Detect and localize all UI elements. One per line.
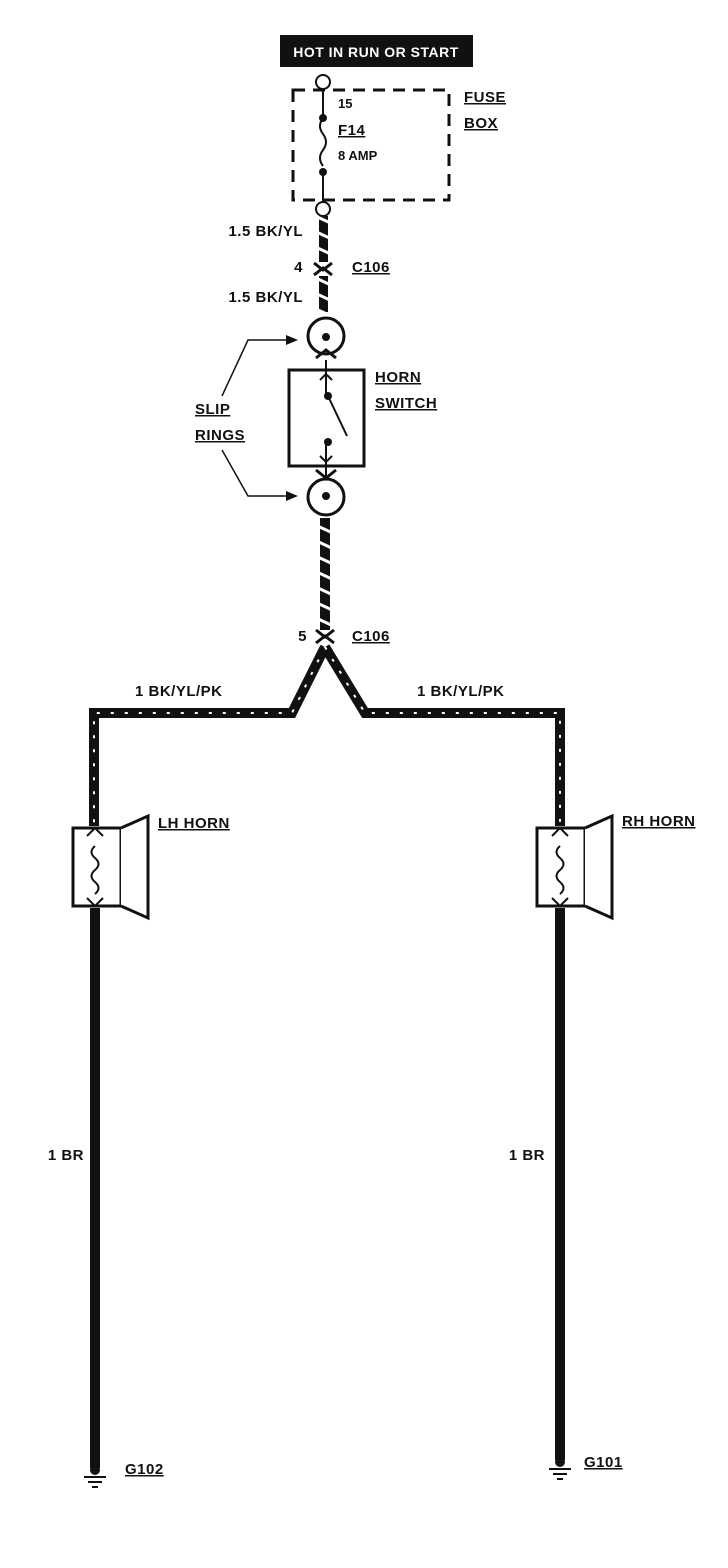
wire-branch-right: [320, 644, 565, 826]
fuse-box-label-1: FUSE: [464, 89, 506, 106]
ground-g101: G101: [549, 1454, 623, 1480]
connector-c106-bottom: 5 C106: [298, 628, 390, 645]
connector-top-pin: 4: [294, 259, 303, 276]
fuse-box-label-2: BOX: [464, 115, 498, 132]
wire-ground-right: [555, 908, 565, 1460]
slip-rings-callout: SLIP RINGS: [195, 335, 298, 501]
horn-switch: HORN SWITCH: [287, 360, 437, 476]
slip-rings-label-2: RINGS: [195, 427, 245, 444]
rh-horn-coil-icon: [555, 845, 565, 895]
connector-bottom-name: C106: [352, 628, 390, 645]
fuse-pin: 15: [338, 96, 352, 111]
lh-horn-label: LH HORN: [158, 815, 230, 832]
wire-ground-right-label: 1 BR: [509, 1147, 545, 1164]
ground-left-label: G102: [125, 1461, 164, 1478]
connector-c106-top: 4 C106: [294, 259, 390, 277]
wire-upper-2-label: 1.5 BK/YL: [228, 289, 303, 306]
slip-rings-label-1: SLIP: [195, 401, 230, 418]
wire-ground-left: [90, 908, 100, 1468]
wire-branch-right-stripe: [324, 646, 561, 826]
lh-horn-coil-icon: [90, 845, 100, 895]
ground-right-label: G101: [584, 1454, 623, 1471]
horn-switch-label-1: HORN: [375, 369, 421, 386]
wire-middle: [320, 518, 330, 630]
horn-switch-label-2: SWITCH: [375, 395, 437, 412]
power-source-header: HOT IN RUN OR START: [280, 35, 473, 67]
fuse-rating: 8 AMP: [338, 148, 378, 163]
fuse-element-icon: [319, 117, 327, 167]
rh-horn-label: RH HORN: [622, 813, 696, 830]
splice-branch: 1 BK/YL/PK 1 BK/YL/PK: [89, 644, 565, 826]
connector-top-name: C106: [352, 259, 390, 276]
wire-ground-left-label: 1 BR: [48, 1147, 84, 1164]
wire-branch-left-stripe: [93, 646, 326, 826]
lh-horn: LH HORN: [71, 813, 230, 921]
wire-upper-1: [319, 216, 328, 262]
wire-branch-left: [89, 644, 330, 826]
slip-ring-arrow-up: [221, 339, 294, 397]
wire-branch-right-label: 1 BK/YL/PK: [417, 683, 505, 700]
fuse-output-terminal: [315, 201, 331, 217]
connector-bottom-pin: 5: [298, 628, 307, 645]
header-label: HOT IN RUN OR START: [293, 44, 459, 60]
slip-ring-upper: [306, 316, 346, 360]
fuse-name: F14: [338, 122, 366, 139]
slip-ring-lower: [306, 468, 346, 517]
ground-g102: G102: [84, 1461, 164, 1488]
switch-contact-icon: [327, 395, 348, 437]
slip-ring-arrow-down: [221, 449, 294, 497]
wire-upper-2: [319, 276, 328, 312]
rh-horn: RH HORN: [535, 813, 696, 921]
fuse-input-terminal: [315, 74, 331, 90]
fuse-box: 15 F14 8 AMP FUSE BOX: [291, 74, 506, 217]
wire-branch-left-label: 1 BK/YL/PK: [135, 683, 223, 700]
wire-upper-1-label: 1.5 BK/YL: [228, 223, 303, 240]
